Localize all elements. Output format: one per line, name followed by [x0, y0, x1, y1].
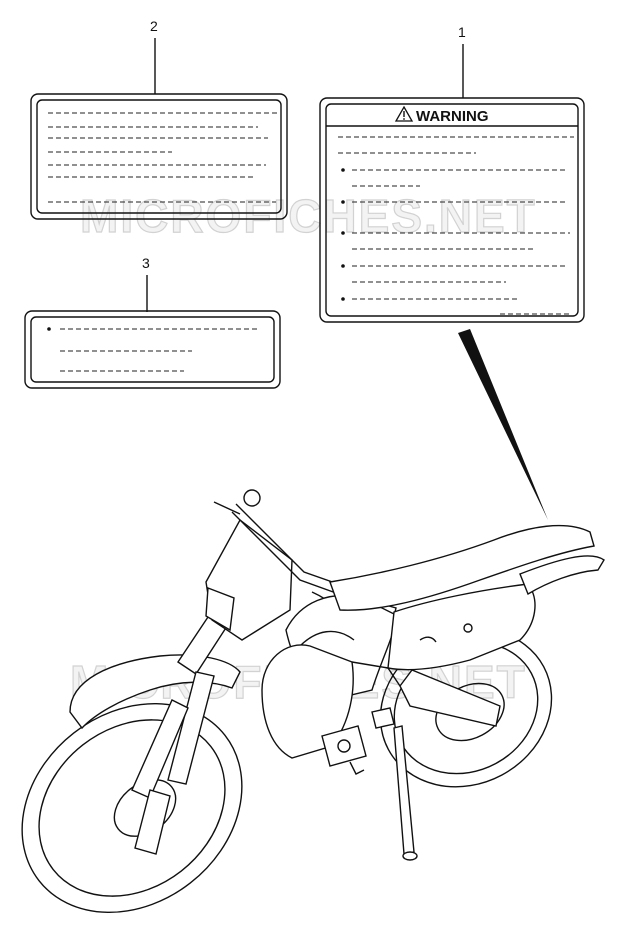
- label-2-outer-frame: [30, 93, 288, 220]
- warning-title: WARNING: [416, 108, 489, 125]
- motorcycle-drawing: [21, 489, 605, 914]
- side-panel: [387, 583, 536, 671]
- seat: [329, 524, 595, 611]
- callout-number-3: 3: [142, 255, 150, 271]
- label-2[interactable]: 2: [30, 18, 288, 220]
- watermark-top: MICROFICHES.NET: [80, 190, 537, 242]
- callout-number-2: 2: [150, 18, 158, 34]
- warning-text-lines: [338, 136, 574, 315]
- label-3-inner-frame: [30, 316, 275, 383]
- label-3-outer-frame: [24, 310, 281, 389]
- headlight: [205, 587, 235, 632]
- kickstand: [393, 725, 418, 861]
- label-3[interactable]: 3: [24, 255, 281, 389]
- callout-number-1: 1: [458, 24, 466, 40]
- label-1-warning[interactable]: 1 WARNING: [319, 24, 585, 323]
- label-1-inner-frame: [325, 103, 579, 317]
- label-2-text-lines: [48, 112, 278, 203]
- label-location-pointer: [458, 329, 548, 520]
- label-3-text-lines: [47, 327, 258, 372]
- frame-swingarm: [351, 661, 501, 727]
- label-1-outer-frame: [319, 97, 585, 323]
- engine: [261, 644, 395, 775]
- label-2-inner-frame: [36, 99, 282, 214]
- warning-triangle-icon: [394, 105, 414, 122]
- rear-fender: [519, 555, 605, 596]
